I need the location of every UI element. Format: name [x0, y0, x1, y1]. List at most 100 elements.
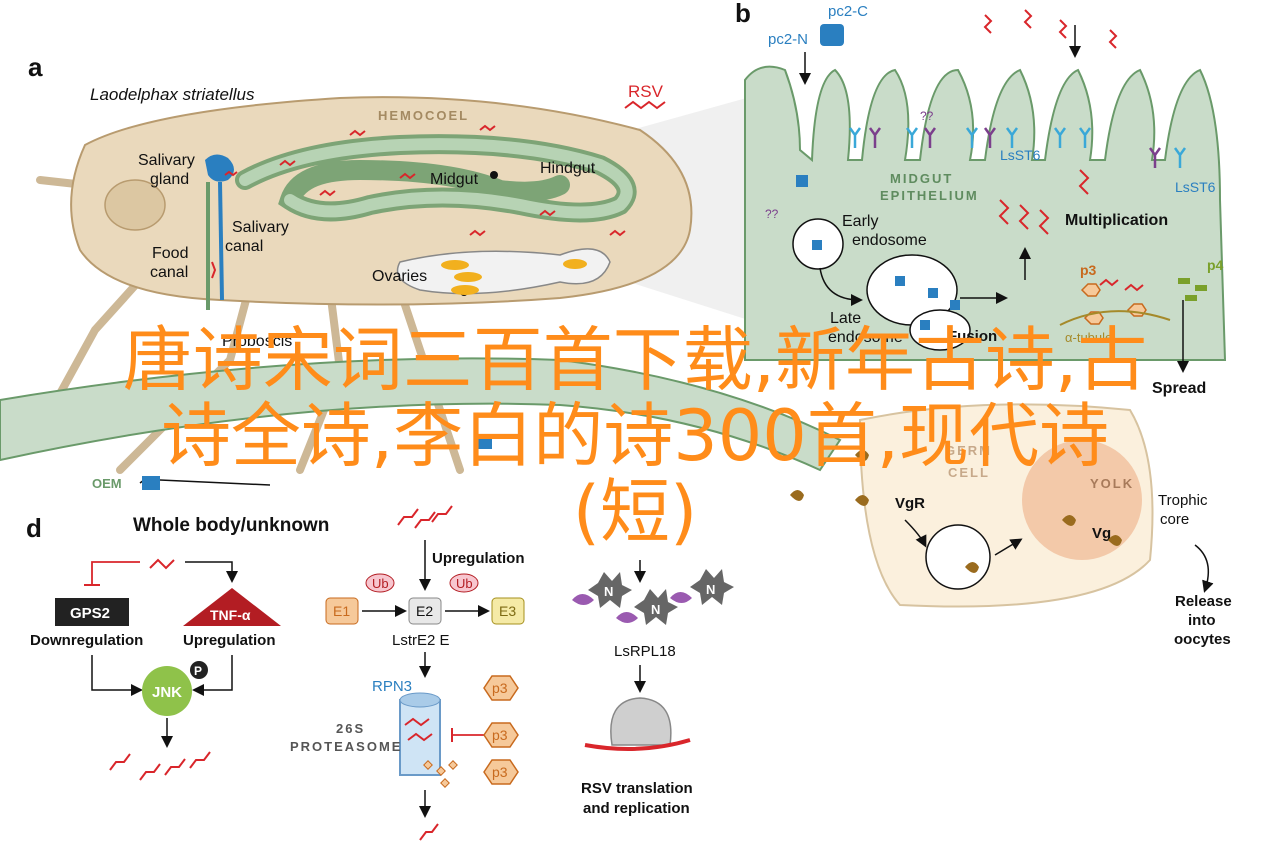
label-midgut-1: MIDGUT — [890, 171, 953, 186]
label-26s: 26S — [336, 721, 365, 736]
ovary-egg-2 — [454, 272, 482, 282]
jnk-circle — [142, 666, 192, 716]
virus-icons-top-mid — [397, 505, 453, 529]
panel-label-d: d — [26, 513, 42, 543]
arrow-gps2-jnk — [91, 655, 143, 696]
n-protein-stars — [588, 569, 734, 625]
ovary-egg-3 — [451, 285, 479, 295]
label-ub-1: Ub — [372, 576, 389, 591]
label-food-canal-1: Food — [152, 245, 188, 262]
label-lsrpl18: LsRPL18 — [614, 643, 676, 660]
label-release-1: Release — [1175, 593, 1232, 610]
proteasome-cap — [399, 692, 441, 708]
p3-hexagon-icons — [483, 675, 519, 785]
hemocoel-virus-particles — [211, 124, 626, 279]
label-upregulation-mid: Upregulation — [432, 550, 525, 567]
gut-lumen — [239, 138, 633, 219]
incoming-virus-particles — [983, 9, 1144, 292]
label-gps2: GPS2 — [70, 605, 110, 622]
label-salivary-canal-2: canal — [225, 238, 263, 255]
label-early-endosome-1: Early — [842, 213, 878, 230]
label-salivary-gland-1: Salivary — [138, 152, 195, 169]
label-midgut-2: EPITHELIUM — [880, 188, 979, 203]
e3-box — [491, 597, 525, 625]
panel-a: a Laodelphax striatellus RSV HEMOCOEL — [0, 52, 842, 491]
arrow-to-tnf — [185, 561, 238, 583]
n-partner-3 — [670, 592, 692, 603]
label-whole-body: Whole body/unknown — [133, 515, 329, 536]
label-qq-a: ?? — [920, 109, 934, 123]
label-p: P — [194, 664, 202, 678]
e2-box — [408, 597, 442, 625]
label-rsv-translation-1: RSV translation — [581, 780, 693, 797]
virus-in-endosomes — [796, 175, 960, 330]
ribosome-shape — [610, 697, 672, 746]
rsv-label: RSV — [628, 82, 664, 101]
label-pc2n: pc2-N — [768, 31, 808, 48]
ovary-egg-4 — [563, 259, 587, 269]
label-p4: p4 — [1207, 257, 1224, 273]
label-early-endosome-2: endosome — [852, 232, 927, 249]
species-name: Laodelphax striatellus — [90, 85, 255, 104]
rna-strand — [584, 738, 691, 751]
ub-circle-1 — [365, 573, 395, 593]
label-rpn3: RPN3 — [372, 678, 412, 695]
virus-icons-bottom-left — [109, 751, 211, 781]
label-upregulation-left: Upregulation — [183, 632, 276, 649]
label-multiplication: Multiplication — [1065, 212, 1168, 229]
insect-eye — [104, 179, 166, 231]
label-late-endosome-1: Late — [830, 310, 861, 327]
label-qq-b: ?? — [765, 207, 779, 221]
arrow-endocytosis — [904, 519, 927, 548]
label-downregulation: Downregulation — [30, 632, 143, 649]
label-lsst6-a: LsST6 — [1000, 147, 1041, 163]
panel-label-b: b — [735, 0, 751, 28]
tubule-line — [1059, 310, 1171, 326]
salivary-canal-line — [218, 181, 224, 301]
label-tnf: TNF-α — [210, 607, 251, 623]
label-lsst6-b: LsST6 — [1175, 179, 1216, 195]
label-p3-a: p3 — [492, 680, 508, 696]
label-ub-2: Ub — [456, 576, 473, 591]
label-release-2: into — [1188, 612, 1216, 629]
virus-icon-bottom-mid — [419, 823, 439, 841]
label-hindgut: Hindgut — [540, 160, 596, 177]
panel-b: b pc2-C pc2-N MIDGUT EPITHELIUM LsST6 Ls… — [735, 0, 1232, 648]
label-late-endosome-2: endosome — [828, 329, 903, 346]
ub-circle-2 — [449, 573, 479, 593]
panel-label-a: a — [28, 52, 43, 82]
label-oem: OEM — [92, 476, 122, 491]
label-proteasome: PROTEASOME — [290, 739, 402, 754]
gut-cross-section — [0, 357, 842, 472]
midgut-dot — [490, 171, 498, 179]
label-food-canal-2: canal — [150, 264, 188, 281]
arrow-release — [1194, 544, 1214, 593]
p4-rects — [1178, 278, 1207, 301]
label-e2: E2 — [416, 603, 433, 619]
label-e3: E3 — [499, 603, 516, 619]
label-vgr: VgR — [895, 495, 925, 512]
label-lstre2: LstrE2 E — [392, 632, 450, 649]
label-jnk: JNK — [152, 684, 182, 701]
virus-receptor-icon — [142, 476, 160, 490]
vesicle-shape — [925, 524, 991, 590]
peptide-fragments — [423, 760, 458, 788]
yolk-shape — [1022, 440, 1142, 560]
label-trophic-1: Trophic — [1158, 492, 1208, 509]
label-fusion: Fusion — [948, 328, 997, 345]
virus-in-proteasome — [404, 717, 433, 742]
label-n3: N — [706, 582, 715, 597]
label-p3: p3 — [1080, 262, 1097, 278]
label-midgut: Midgut — [430, 171, 479, 188]
label-rsv-translation-2: and replication — [583, 800, 690, 817]
arrow-to-yolk — [994, 538, 1023, 556]
ovary-egg-1 — [441, 260, 469, 270]
label-germ-2: CELL — [948, 465, 990, 480]
rsv-virus-icon — [624, 100, 666, 110]
label-p3-b: p3 — [492, 727, 508, 743]
vg-icons — [790, 450, 1122, 573]
label-ovaries: Ovaries — [372, 268, 427, 285]
ovaries-shape — [396, 248, 611, 295]
inhibit-line — [91, 561, 140, 585]
